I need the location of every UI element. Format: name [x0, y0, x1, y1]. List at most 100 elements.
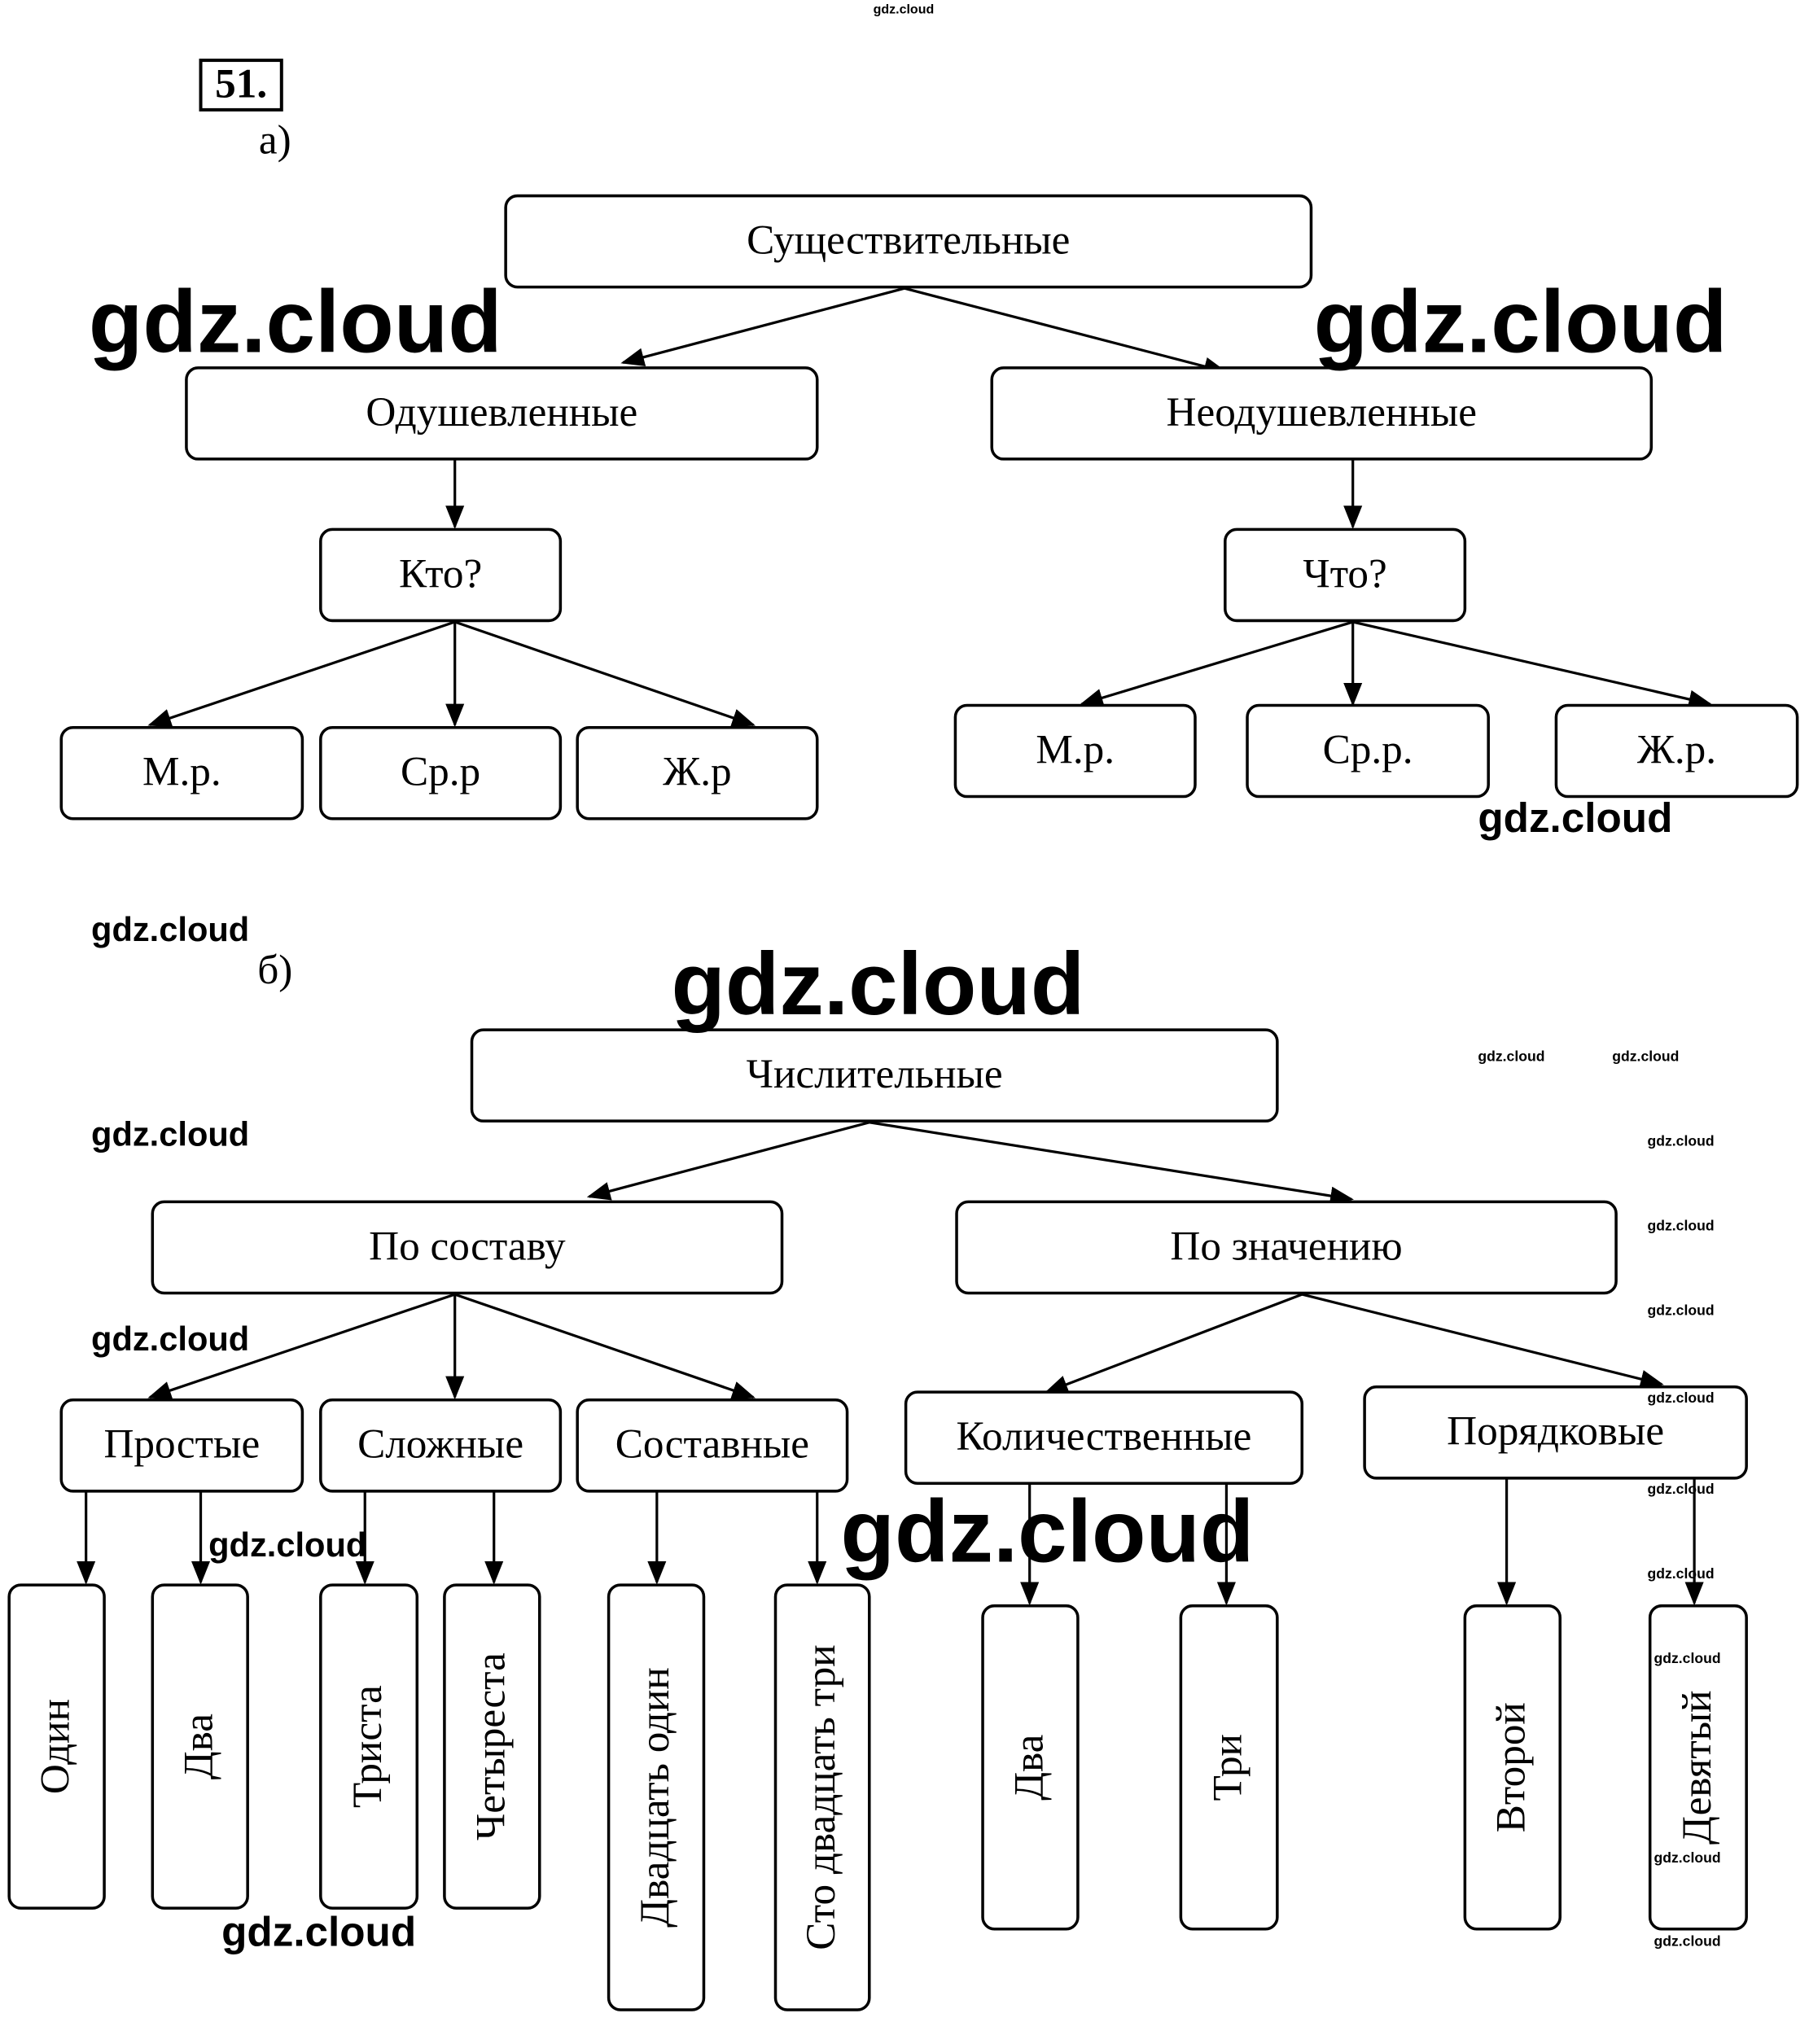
- watermark-text: gdz.cloud: [89, 273, 502, 372]
- node-example-box: [151, 1583, 249, 1910]
- node-gender-box: [59, 725, 304, 821]
- node-who-box: [319, 527, 563, 623]
- arrow: [454, 620, 756, 727]
- node-animate-label: Одушевленные: [366, 389, 637, 435]
- watermarks: gdz.cloud gdz.cloud gdz.cloud gdz.cloud gdz.…: [89, 2, 1728, 1954]
- node-gender: Ср.р: [319, 725, 563, 821]
- arrow: [1079, 620, 1354, 707]
- node-example-label: Девятый: [1674, 1690, 1720, 1845]
- node-example: Один: [7, 1583, 106, 1910]
- node-example: Двадцать один: [607, 1583, 706, 2011]
- node-example-box: [607, 1583, 706, 2011]
- node-example-label: Двадцать один: [632, 1667, 678, 1928]
- node-simple-label: Простые: [103, 1421, 260, 1468]
- node-example-label: Четыреста: [467, 1652, 514, 1840]
- node-cardinal: Количественные: [904, 1390, 1304, 1485]
- arrow: [147, 1293, 456, 1400]
- watermark-text: gdz.cloud: [91, 1115, 249, 1153]
- node-example-box: [773, 1583, 871, 2011]
- watermark-text: gdz.cloud: [1647, 1390, 1714, 1406]
- node-example-box: [7, 1583, 106, 1910]
- node-cardinal-label: Количественные: [956, 1413, 1251, 1460]
- node-simple: Простые: [59, 1398, 304, 1493]
- node-cardinal-box: [904, 1390, 1304, 1485]
- exercise-number: 51.: [215, 60, 267, 107]
- watermark-text: gdz.cloud: [1612, 1048, 1679, 1065]
- node-example-box: [981, 1604, 1080, 1931]
- watermark-text: gdz.cloud: [1647, 1481, 1714, 1497]
- node-gender-box: [1246, 703, 1490, 799]
- node-inanimate-label: Неодушевленные: [1167, 389, 1477, 435]
- arrow: [147, 620, 456, 728]
- node-gender: Ср.р.: [1246, 703, 1490, 799]
- node-complex-label: Сложные: [357, 1421, 523, 1468]
- node-by-composition: По составу: [151, 1200, 784, 1295]
- node-who-label: Кто?: [399, 550, 482, 597]
- watermark-text: gdz.cloud: [1478, 794, 1672, 841]
- node-gender-label: М.р.: [1036, 726, 1115, 773]
- node-inanimate: Неодушевленные: [990, 366, 1654, 461]
- node-example-box: [1648, 1604, 1748, 1931]
- marks: 51. а) б): [199, 59, 292, 993]
- node-example-label: Сто двадцать три: [798, 1644, 844, 1950]
- node-example-label: Один: [33, 1699, 79, 1794]
- watermark-text: gdz.cloud: [671, 934, 1084, 1034]
- edges: [77, 287, 1713, 1606]
- node-example: Три: [1179, 1604, 1279, 1931]
- watermark-text: gdz.cloud: [1654, 1849, 1720, 1866]
- node-gender-box: [953, 703, 1197, 799]
- exercise-number-frame: [199, 59, 283, 112]
- node-ordinal-box: [1363, 1385, 1748, 1480]
- node-inanimate-box: [990, 366, 1654, 461]
- arrow: [1044, 1293, 1303, 1394]
- node-example: Четыреста: [443, 1583, 541, 1910]
- watermark-text: gdz.cloud: [1647, 1133, 1714, 1149]
- node-example: Второй: [1463, 1604, 1562, 1931]
- node-gender: Ж.р.: [1554, 703, 1799, 799]
- node-gender-label: Ж.р.: [1637, 726, 1716, 773]
- part-a-label: а): [259, 116, 291, 163]
- node-example: Триста: [319, 1583, 419, 1910]
- watermark-text: gdz.cloud: [91, 1320, 249, 1358]
- watermark-text: gdz.cloud: [91, 910, 249, 948]
- node-nouns-label: Существительные: [747, 217, 1070, 264]
- node-example-box: [443, 1583, 541, 1910]
- watermark-text: gdz.cloud: [1647, 1565, 1714, 1582]
- node-ordinal-label: Порядковые: [1447, 1408, 1664, 1455]
- arrow: [904, 287, 1228, 376]
- arrow: [620, 287, 905, 366]
- node-example: Девятый: [1648, 1604, 1748, 1931]
- node-example-label: Два: [176, 1714, 222, 1779]
- arrow: [1301, 1293, 1664, 1389]
- node-example-box: [1463, 1604, 1562, 1931]
- part-b-label: б): [257, 947, 292, 993]
- node-example-label: Два: [1005, 1734, 1052, 1800]
- node-gender-box: [319, 725, 563, 821]
- node-what-box: [1224, 527, 1467, 623]
- node-ordinal: Порядковые: [1363, 1385, 1748, 1480]
- watermark-text: gdz.cloud: [1647, 1218, 1714, 1234]
- node-gender-label: Ср.р.: [1323, 726, 1413, 773]
- node-by-meaning-label: По значению: [1170, 1223, 1402, 1269]
- arrow: [1352, 620, 1713, 709]
- node-gender: М.р.: [953, 703, 1197, 799]
- node-gender-label: М.р.: [142, 749, 221, 795]
- node-what: Что?: [1224, 527, 1467, 623]
- watermark-text: gdz.cloud: [221, 1909, 416, 1955]
- node-example: Сто двадцать три: [773, 1583, 871, 2011]
- node-animate: Одушевленные: [185, 366, 819, 461]
- node-numerals: Числительные: [470, 1028, 1279, 1123]
- watermark-text: gdz.cloud: [1478, 1048, 1544, 1065]
- node-compound-label: Составные: [615, 1421, 809, 1468]
- node-gender-box: [576, 725, 819, 821]
- watermark-text: gdz.cloud: [874, 2, 935, 16]
- node-example-label: Второй: [1488, 1702, 1535, 1832]
- node-gender-box: [1554, 703, 1799, 799]
- node-nouns-box: [504, 194, 1313, 289]
- node-example-box: [319, 1583, 419, 1910]
- node-complex-box: [319, 1398, 563, 1493]
- node-example-label: Три: [1205, 1734, 1251, 1801]
- node-compound: Составные: [576, 1398, 849, 1493]
- node-animate-box: [185, 366, 819, 461]
